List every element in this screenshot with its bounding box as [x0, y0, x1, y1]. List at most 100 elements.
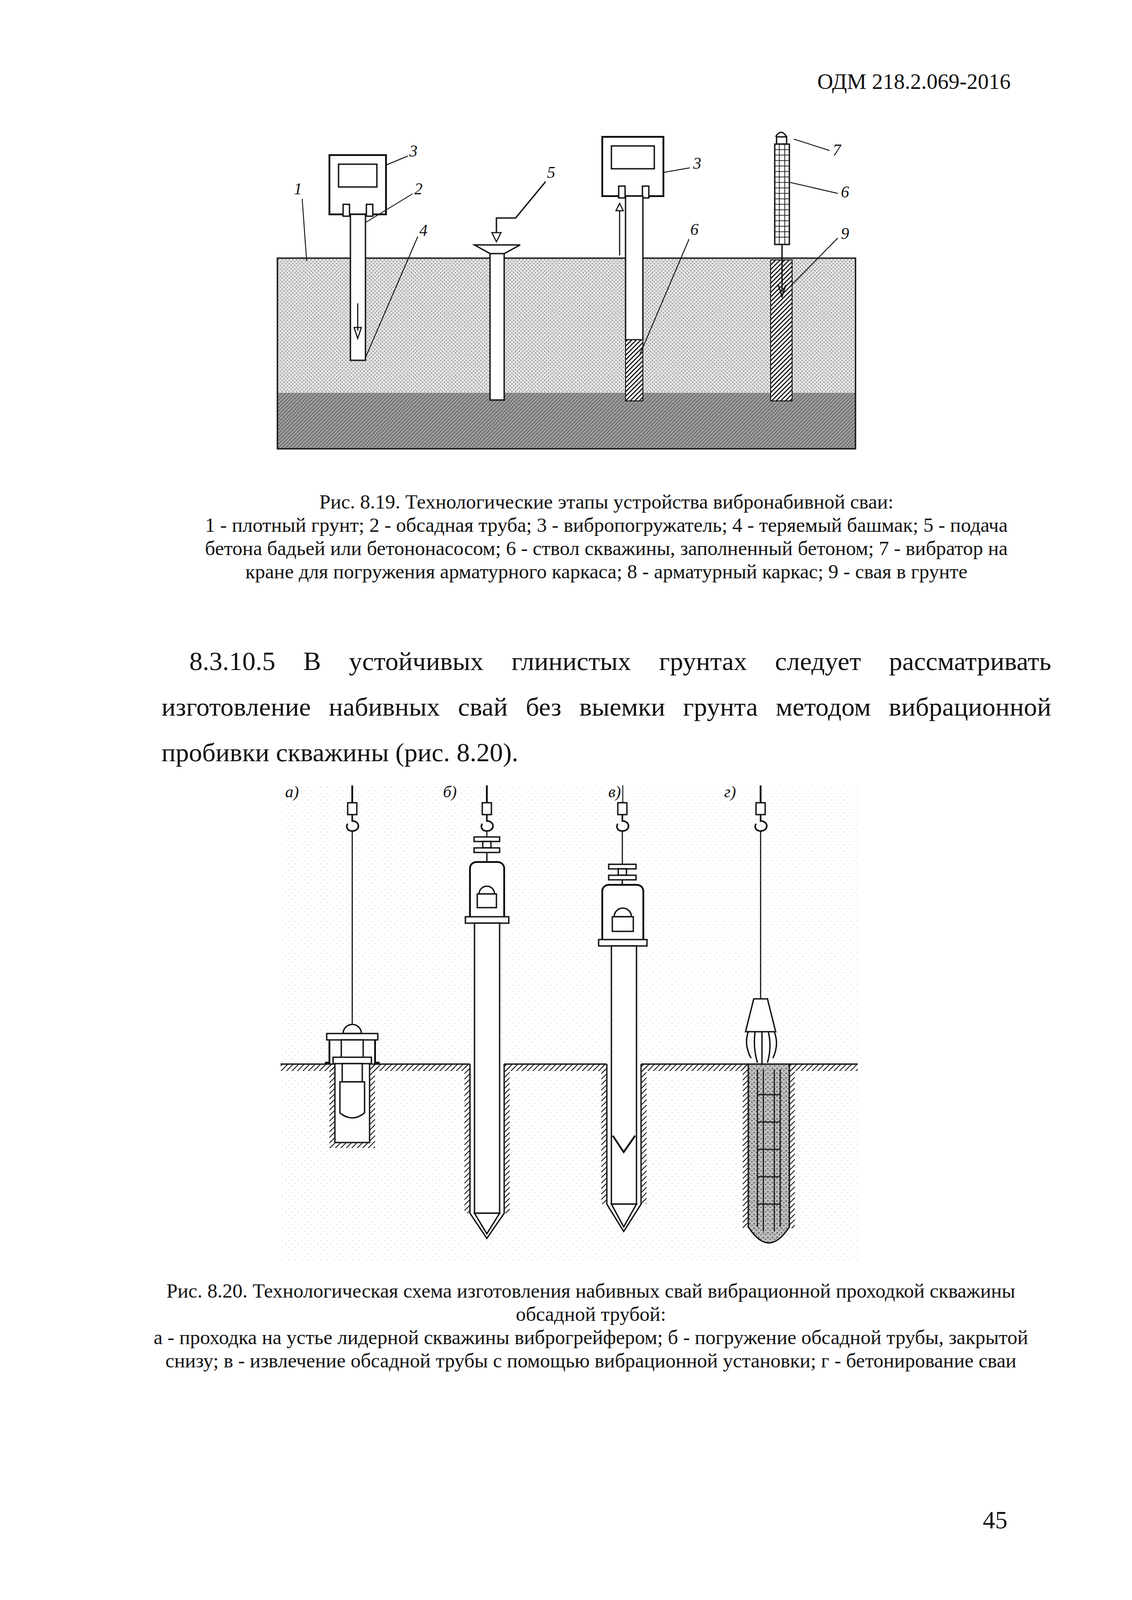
hole-hatch [329, 1064, 335, 1149]
clamp [343, 204, 350, 217]
body-paragraph: 8.3.10.5 В устойчивых глинистых грунтах … [161, 638, 1052, 776]
page-number: 45 [981, 1506, 1009, 1536]
hole-hatch [334, 1142, 370, 1149]
concrete-flow [746, 1032, 777, 1066]
vibrator [776, 136, 787, 145]
flange [598, 939, 647, 947]
leader-line [789, 238, 838, 288]
ground-hatch [369, 1064, 470, 1072]
vibrograb [343, 1024, 362, 1034]
clamp [618, 186, 626, 199]
pulley [482, 841, 491, 849]
crane-hook [352, 785, 761, 804]
crane-hook [617, 803, 627, 815]
subfigure-letter: г) [722, 782, 738, 803]
vibro-driver [329, 155, 387, 215]
leader-line [793, 139, 830, 151]
flange [465, 917, 509, 924]
arrow-head [491, 232, 501, 242]
ground-hatch [641, 1064, 749, 1072]
concrete-pile [748, 1064, 790, 1244]
figure-legend: 1 - плотный грунт; 2 - обсадная труба; 3… [195, 513, 1018, 584]
leader-line [663, 167, 690, 173]
callout-number: 6 [839, 182, 851, 203]
hole-hatch [641, 1064, 647, 1205]
pipe-tip [611, 1204, 637, 1228]
callout-number: 2 [412, 179, 424, 199]
crane-hook [482, 803, 492, 815]
callout-number: 3 [407, 141, 419, 162]
crane-hook [347, 803, 357, 815]
leader-line [386, 156, 408, 166]
vibration-motor [477, 894, 497, 908]
casing-pipe [350, 214, 366, 361]
ground-hatch [280, 1064, 335, 1072]
fig-8-19 [277, 132, 856, 449]
leader-line [365, 193, 413, 223]
vibro-driver [602, 136, 664, 197]
rebar-cage-grid [774, 144, 790, 245]
vibro-driver-window [338, 164, 377, 188]
callout-number: 9 [839, 224, 851, 244]
callout-number: 3 [691, 153, 703, 174]
casing-pipe [474, 923, 500, 1214]
leader-line [302, 197, 307, 261]
leader-line [790, 182, 838, 194]
vibrograb [342, 1064, 363, 1083]
subfigure-letter: а) [283, 782, 301, 803]
grab-bucket [339, 1082, 365, 1119]
hole-hatch [789, 1064, 795, 1229]
crane-hook [346, 814, 767, 832]
callout-number: 7 [831, 140, 843, 161]
vibration-motor [479, 886, 495, 895]
vibration-motor [612, 917, 634, 932]
up-arrow [615, 203, 624, 256]
callout-number: 4 [417, 220, 429, 241]
vibration-unit [469, 862, 505, 922]
hole-hatch [369, 1064, 376, 1149]
casing-pipe [625, 196, 643, 340]
clamp [366, 204, 373, 217]
leader-hole [334, 1064, 370, 1143]
pulley [618, 869, 627, 876]
figure-caption: Рис. 8.20. Технологическая схема изготов… [136, 1279, 1045, 1327]
ground-hatch [504, 1064, 607, 1072]
concrete-bucket [745, 999, 776, 1033]
vibro-driver-window [611, 146, 655, 169]
leader-line [639, 237, 690, 355]
concrete-feed-arrow [496, 181, 546, 234]
funnel [474, 245, 521, 254]
lost-shoe [612, 1136, 636, 1153]
subfigure-letter: в) [606, 782, 623, 803]
vibrograb-motor [341, 1040, 364, 1059]
figure-ground [280, 785, 858, 1261]
casing-pipe [611, 946, 637, 1205]
figure-caption: Рис. 8.19. Технологические этапы устройс… [195, 490, 1018, 514]
pulley [608, 875, 637, 881]
callout-number: 5 [545, 162, 557, 183]
rope [352, 831, 761, 1024]
hole-hatch [601, 1064, 607, 1205]
rebar-cage [774, 144, 790, 245]
rope [486, 852, 488, 863]
leader-line [365, 236, 418, 358]
figure-legend: а - проходка на устье лидерной скважины … [136, 1326, 1045, 1373]
cage-rod [778, 244, 786, 297]
casing-pipe [490, 251, 505, 401]
hole-hatch [504, 1064, 510, 1214]
crane-hook [756, 803, 766, 815]
callout-number: 6 [688, 219, 700, 240]
hole-hatch [464, 1064, 470, 1214]
down-arrow [354, 303, 362, 339]
fig-8-20 [280, 785, 858, 1261]
dense-soil [277, 392, 856, 449]
concrete-shaft [625, 339, 643, 402]
vibrograb [333, 1057, 372, 1065]
vibration-motor [614, 908, 632, 918]
page-header: ОДМ 218.2.069-2016 [817, 68, 1011, 95]
ground-hatch [789, 1064, 858, 1072]
rebar-cage [757, 1069, 781, 1232]
vibration-unit [602, 885, 644, 945]
callout-number: 1 [292, 179, 304, 199]
